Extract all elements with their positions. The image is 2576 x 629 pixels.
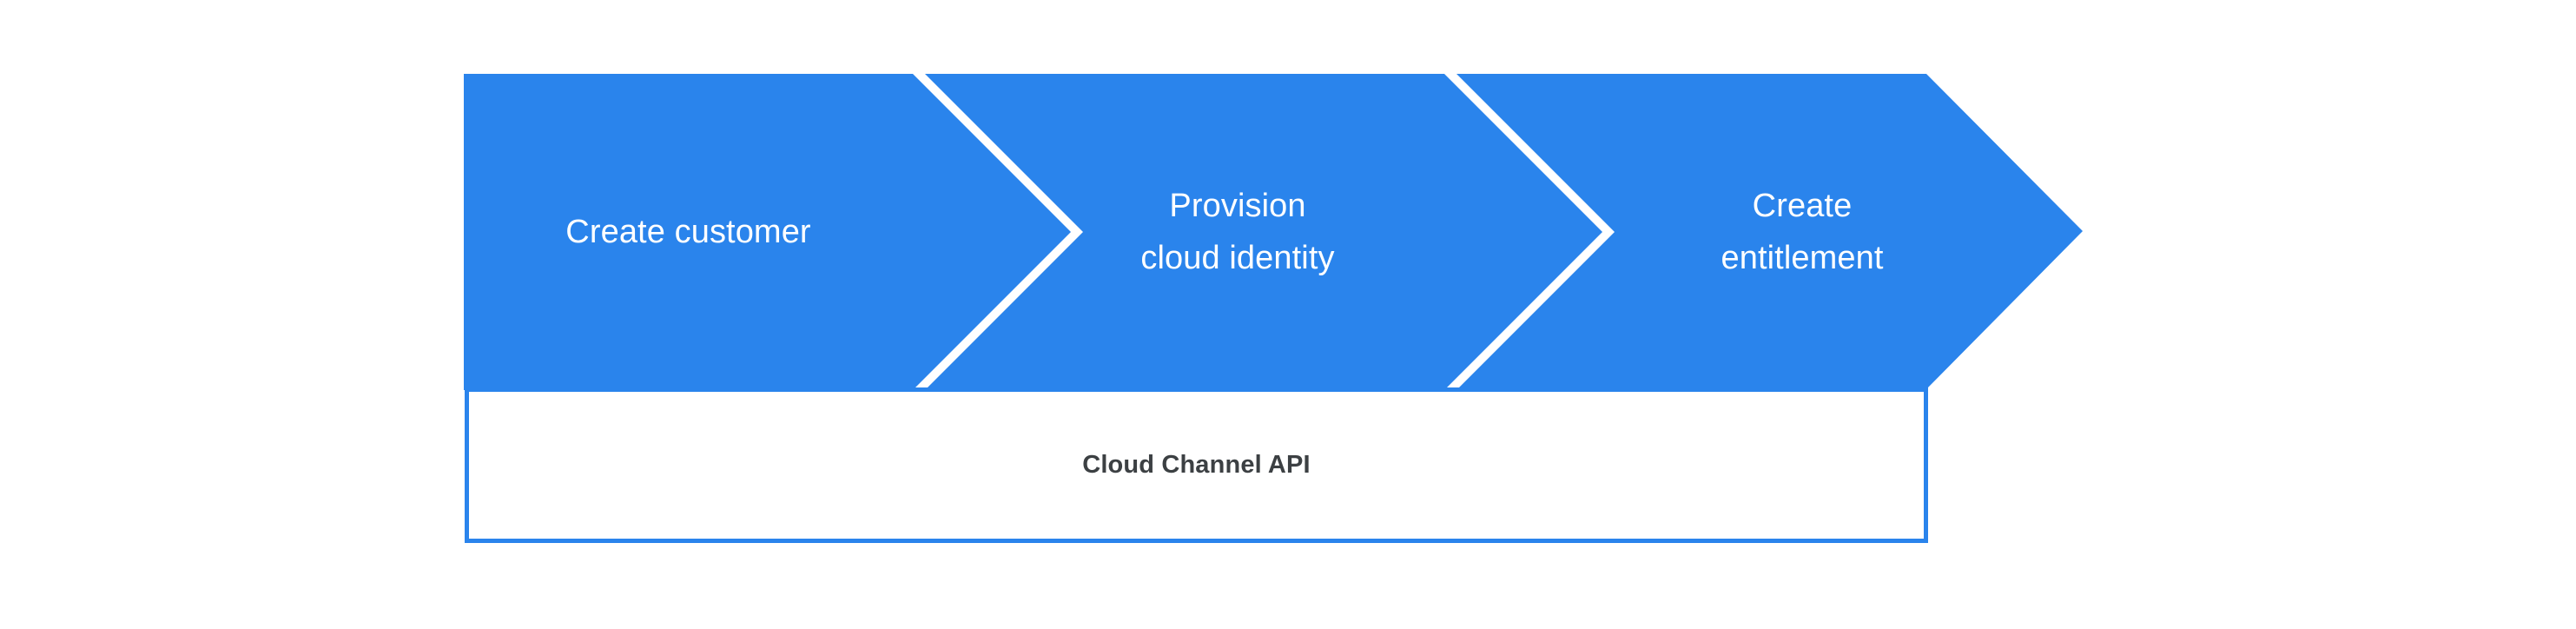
chevron-shape-step-1[interactable] — [464, 74, 1071, 390]
chevron-shape-step-2[interactable] — [925, 74, 1602, 390]
cloud-channel-api-bar[interactable] — [465, 387, 1928, 543]
chevron-shape-step-3[interactable] — [1456, 74, 2083, 390]
